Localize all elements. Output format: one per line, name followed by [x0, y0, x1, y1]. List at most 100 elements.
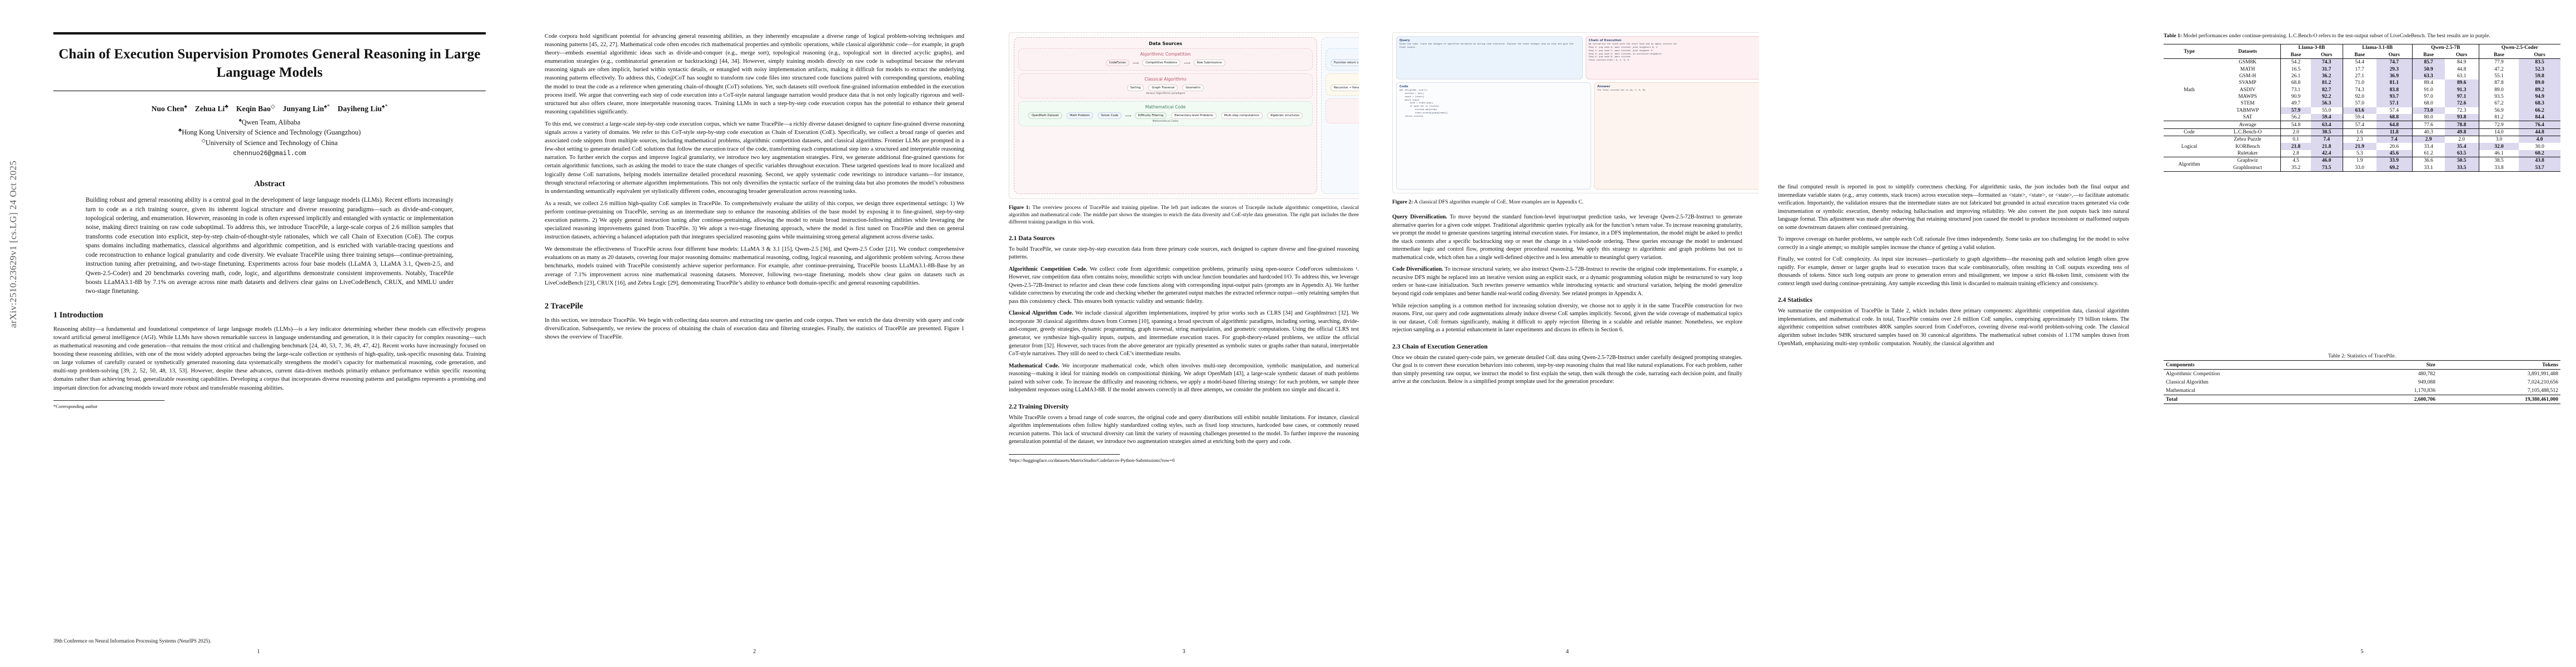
figure1-sec-title-5: Chain of Execution — [1329, 102, 1359, 107]
table2-size: 949,088 — [2418, 379, 2435, 385]
table1-group-qwencoder: Qwen-2.5-Coder — [2478, 44, 2560, 52]
table1-value-cell: 72.3 — [2457, 107, 2467, 113]
page3-footnote[interactable]: ¹https://huggingface.co/datasets/MatrixS… — [1009, 457, 1175, 463]
table1-value-cell: 57.9 — [2280, 107, 2311, 114]
figure-1: Data Sources Algorithmic Competition Cod… — [1009, 32, 1359, 199]
table1-value-cell: 89.0 — [2519, 79, 2560, 87]
table1-dataset-name: Graphwiz — [2237, 158, 2258, 164]
page-number-4: 4 — [1566, 649, 1569, 655]
page2-paragraph-2: To this end, we construct a large-scale … — [545, 121, 964, 195]
table1-value-cell: 1.6 — [2342, 128, 2376, 136]
table1-value-cell: 2.9 — [2411, 136, 2445, 143]
figure1-section-chain-of-execution: Chain of Execution Query-code pairs ⟶ St… — [1326, 98, 1359, 123]
table1-value-cell: 27.1 — [2342, 72, 2376, 80]
table1-value-cell: 73.1 — [2280, 86, 2311, 93]
table1-value-cell: 53.7 — [2519, 164, 2560, 172]
table1-value-cell: 0.1 — [2280, 136, 2311, 143]
table-model-performance: Type Datasets Llama-3-8B Llama-3.1-8B Qw… — [2164, 44, 2560, 172]
table2-header-tokens: Tokens — [2542, 361, 2558, 368]
table1-type-cell: Math — [2184, 87, 2195, 93]
table1-value-cell: 84.9 — [2457, 59, 2467, 66]
table1-value-cell: 30.5 — [2310, 128, 2343, 136]
table1-value-cell: 91.0 — [2411, 86, 2445, 93]
table-1-caption-label: Table 1: — [2164, 33, 2182, 39]
table1-value-cell: 97.1 — [2444, 93, 2479, 101]
paper-page-4: Query Given the code, trace the changes … — [1376, 0, 1759, 667]
table2-component: Algorithmic Competition — [2166, 370, 2220, 377]
table1-type-cell: Algorithm — [2178, 161, 2200, 167]
figure1-label-paradigms: Various Algorithmic paradigms — [1145, 92, 1185, 95]
table1-value-cell: 47.2 — [2478, 66, 2519, 73]
table1-value-cell: 57.1 — [2376, 100, 2413, 107]
table1-group-qwen25: Qwen-2.5-7B — [2411, 44, 2479, 52]
page3-paragraph-data-sources: To build TracePile, we curate step-by-st… — [1009, 246, 1359, 261]
arrow-right-icon: ⟶ — [1132, 60, 1139, 66]
table1-value-cell: 68.8 — [2376, 113, 2413, 121]
affiliation-0: ♠Qwen Team, Alibaba — [238, 117, 301, 126]
table2-total-tokens: 19,380,461,000 — [2525, 396, 2558, 402]
author-2: Keqin Bao◇ — [236, 103, 275, 113]
table1-value-cell: 89.0 — [2478, 86, 2519, 93]
table2-tokens: 7,024,210,656 — [2527, 379, 2558, 385]
author-4: Dayiheng Liu♠* — [337, 103, 388, 113]
figure1-panel-1-title: Enriching Diversity — [1326, 41, 1359, 46]
table1-value-cell: 81.2 — [2478, 113, 2519, 121]
affiliation-0-sup: ♠ — [238, 117, 242, 123]
arrow-right-icon: ⟶ — [1125, 113, 1132, 118]
table1-value-cell: 5.3 — [2342, 150, 2376, 157]
table1-value-cell: 14.0 — [2478, 128, 2519, 136]
figure1-sec-title-1: Classical Algorithms — [1144, 77, 1187, 82]
table1-value-cell: 4.5 — [2280, 157, 2311, 165]
table1-value-cell: 36.2 — [2310, 72, 2343, 80]
figure-2-caption-text: A classical DFS algorithm example of CoE… — [1414, 199, 1584, 205]
table1-value-cell: 74.3 — [2342, 86, 2376, 93]
page-number-1: 1 — [257, 649, 260, 655]
table1-value-cell: 40.3 — [2411, 128, 2445, 136]
contact-email[interactable]: chennuo26@gmail.com — [233, 150, 306, 158]
author-1-sup: ♣ — [225, 103, 229, 109]
figure1-chip-openmath: OpenMath Dataset — [1028, 112, 1062, 119]
figure1-panel-data-sources: Data Sources Algorithmic Competition Cod… — [1014, 37, 1318, 194]
table1-type-cell: Logical — [2181, 143, 2198, 150]
table1-value-cell: 29.3 — [2376, 66, 2413, 73]
table1-value-cell: 33.5 — [2444, 164, 2479, 172]
table1-sub-base-1: Base — [2342, 51, 2376, 59]
page4-paragraph-rejection-sampling: While rejection sampling is a common met… — [1392, 302, 1742, 334]
figure1-chip-algebraic: Algebraic structures — [1267, 112, 1303, 119]
table2-component: Mathematical — [2166, 387, 2195, 394]
figure-1-caption-label: Figure 1: — [1009, 205, 1030, 211]
table1-value-cell: 83.5 — [2519, 58, 2560, 66]
page-title: Chain of Execution Supervision Promotes … — [58, 47, 481, 80]
table2-total-row: Total 2,600,706 19,380,461,000 — [2164, 395, 2560, 404]
table1-dataset-name: ASDIV — [2239, 87, 2256, 93]
page2-section2-paragraph: In this section, we introduce TracePile.… — [545, 317, 964, 340]
table1-value-cell: 92.0 — [2342, 93, 2376, 101]
author-0: Nuo Chen♠ — [151, 103, 187, 113]
page4-paragraph-query-diversification: Query Diversification. To move beyond th… — [1392, 214, 1742, 261]
table1-header-type: Type — [2184, 48, 2195, 54]
table2-component: Classical Algorithm — [2166, 379, 2209, 385]
table1-value-cell: 64.8 — [2376, 121, 2413, 129]
figure1-chip-codeforces: CodeForces — [1105, 59, 1129, 66]
table2-total-label: Total — [2166, 396, 2178, 402]
abstract-heading: Abstract — [254, 180, 285, 189]
table1-value-cell: 59.8 — [2519, 72, 2560, 80]
page5-paragraph-2: To improve coverage on harder problems, … — [1778, 236, 2129, 251]
venue-line: 39th Conference on Neural Information Pr… — [53, 638, 211, 644]
table1-sub-ours-0: Ours — [2321, 52, 2333, 58]
title-rule-top — [53, 32, 486, 34]
table1-value-cell: 63.5 — [2444, 150, 2479, 157]
figure2-card-3-text: The final visited set is {A, C, D, B}. — [1597, 89, 1647, 92]
table1-value-cell: 56.9 — [2478, 107, 2519, 114]
page5-paragraph-statistics: We summarize the composition of TracePil… — [1778, 308, 2129, 347]
subsection-heading-coe-generation: 2.3 Chain of Execution Generation — [1392, 342, 1488, 350]
table1-value-cell: 49.7 — [2280, 100, 2311, 107]
table2-total-size: 2,600,706 — [2414, 396, 2435, 402]
